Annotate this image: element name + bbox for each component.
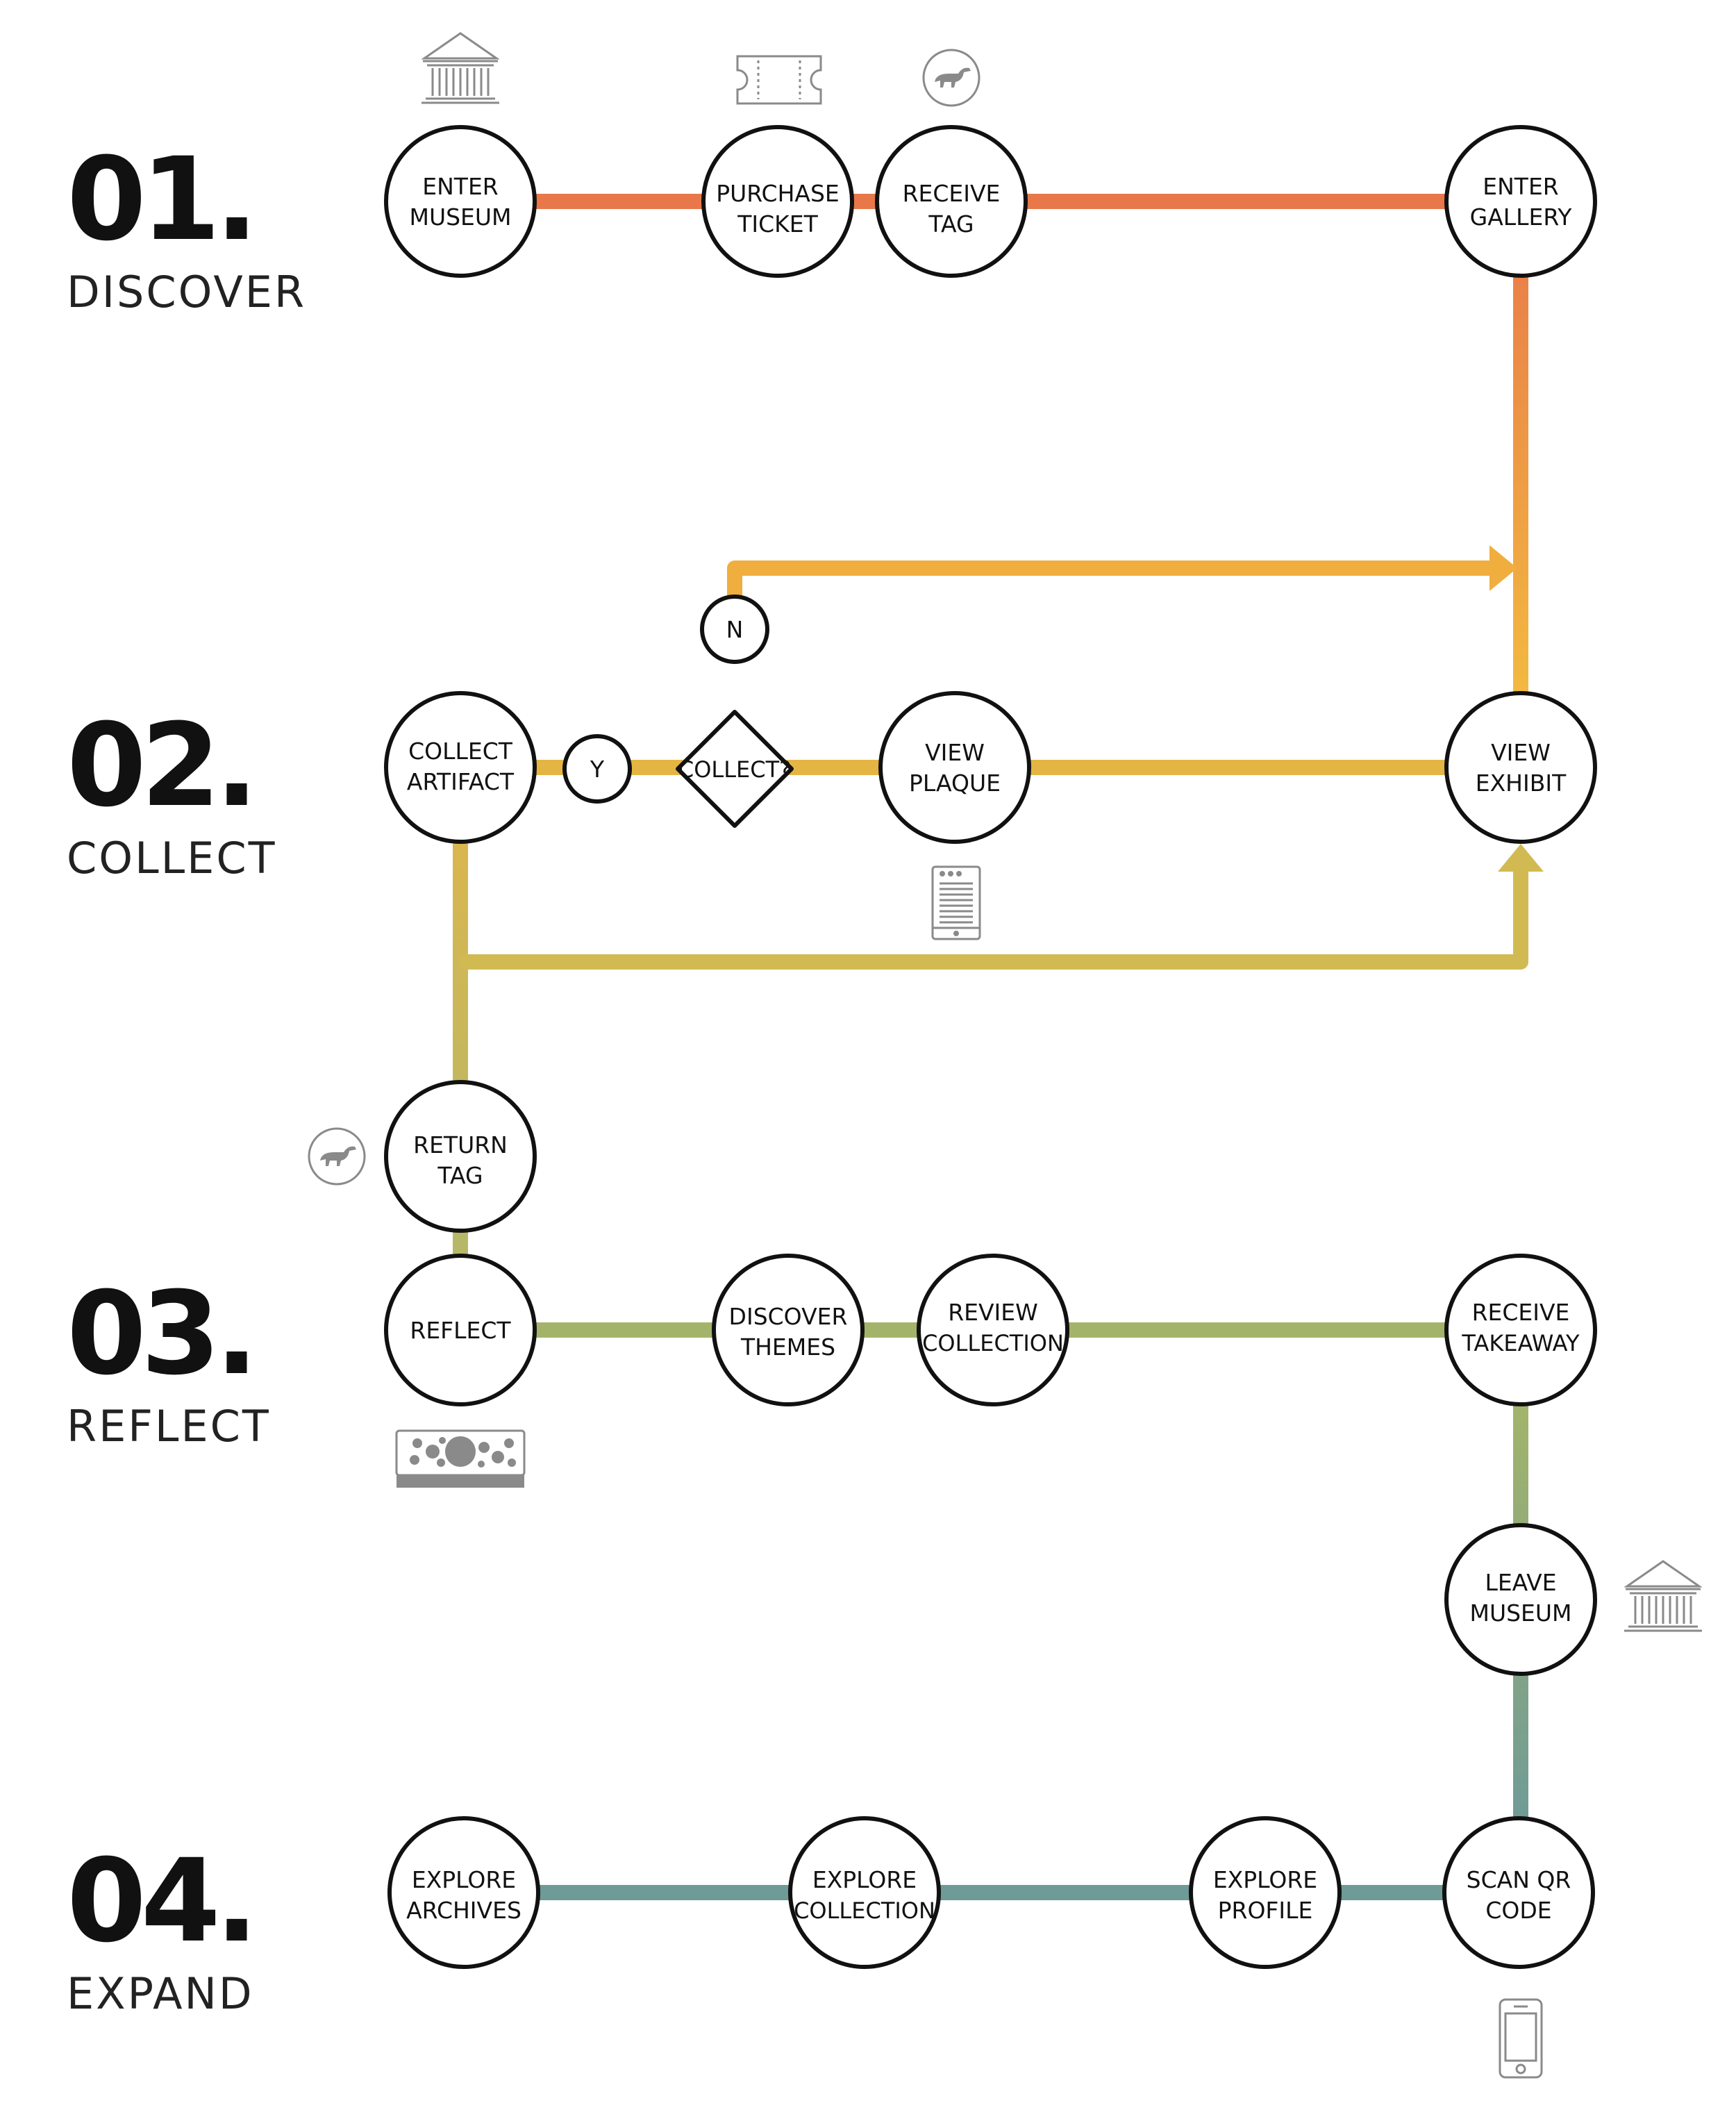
node-label: PLAQUE: [909, 770, 1001, 797]
node-label: GALLERY: [1470, 203, 1573, 231]
node-label: THEMES: [740, 1333, 835, 1361]
node-discover-themes: DISCOVER THEMES: [712, 1254, 865, 1406]
node-reflect: REFLECT: [384, 1254, 537, 1406]
node-label: Y: [590, 756, 605, 783]
node-label: ARTIFACT: [407, 768, 515, 795]
node-label: DISCOVER: [729, 1303, 848, 1330]
museum-building-icon: [421, 32, 500, 104]
museum-building-icon: [1624, 1560, 1703, 1632]
connector-no-branch: [727, 560, 1500, 629]
stage-name: EXPAND: [67, 1968, 254, 2019]
arrowhead-no-branch: [1489, 545, 1517, 591]
node-label: RETURN: [413, 1131, 508, 1158]
tablet-icon: [931, 865, 981, 940]
node-label: ENTER: [422, 173, 498, 200]
node-label: PROFILE: [1218, 1897, 1313, 1924]
node-explore-collection: EXPLORE COLLECTION: [788, 1816, 941, 1969]
ticket-icon: [736, 55, 822, 105]
node-label: COLLECTION: [794, 1897, 935, 1924]
nodes: ENTER MUSEUM PURCHASE TICKET RECEIVE TAG…: [384, 125, 1597, 1969]
node-explore-archives: EXPLORE ARCHIVES: [387, 1816, 540, 1969]
node-label: EXHIBIT: [1476, 770, 1567, 797]
node-view-exhibit: VIEW EXHIBIT: [1444, 691, 1597, 844]
node-label: LEAVE: [1485, 1569, 1556, 1596]
node-label: EXPLORE: [412, 1866, 516, 1893]
stage-collect: 02. COLLECT: [67, 708, 277, 880]
node-label: PURCHASE: [716, 180, 840, 207]
node-label: REFLECT: [410, 1317, 511, 1344]
node-label: EXPLORE: [812, 1866, 917, 1893]
connector-return-branch: [460, 872, 1528, 970]
node-label: REVIEW: [948, 1299, 1038, 1326]
node-label: MUSEUM: [409, 203, 511, 231]
stage-expand: 04. EXPAND: [67, 1834, 258, 2019]
node-label: EXPLORE: [1213, 1866, 1317, 1893]
node-label: COLLECT?: [678, 756, 791, 783]
node-label: TAG: [437, 1162, 483, 1189]
stage-reflect: 03. REFLECT: [67, 1277, 271, 1448]
node-label: CODE: [1485, 1897, 1551, 1924]
stage-discover: 01. DISCOVER: [67, 142, 306, 314]
node-label: TAKEAWAY: [1461, 1330, 1580, 1356]
stage-name: DISCOVER: [67, 267, 307, 317]
node-label: COLLECTION: [922, 1330, 1064, 1356]
node-no: N: [700, 595, 769, 664]
node-return-tag: RETURN TAG: [384, 1080, 537, 1233]
stage-number: 02.: [67, 699, 258, 832]
node-view-plaque: VIEW PLAQUE: [878, 691, 1031, 844]
node-collect-artifact: COLLECT ARTIFACT: [384, 691, 537, 844]
stage-name: REFLECT: [67, 1401, 271, 1452]
node-label: ENTER: [1483, 173, 1558, 200]
node-collect-decision: COLLECT?: [675, 709, 794, 829]
node-enter-museum: ENTER MUSEUM: [384, 125, 537, 278]
node-scan-qr-code: SCAN QR CODE: [1442, 1816, 1595, 1969]
stage-name: COLLECT: [67, 833, 277, 883]
node-label: RECEIVE: [903, 180, 1001, 207]
node-label: SCAN QR: [1467, 1866, 1571, 1893]
node-leave-museum: LEAVE MUSEUM: [1444, 1523, 1597, 1676]
node-receive-tag: RECEIVE TAG: [875, 125, 1028, 278]
node-label: ARCHIVES: [406, 1897, 521, 1924]
dinosaur-tag-icon: [308, 1127, 366, 1186]
node-label: VIEW: [1491, 739, 1551, 766]
node-receive-takeaway: RECEIVE TAKEAWAY: [1444, 1254, 1597, 1406]
arrowhead-return-branch: [1498, 844, 1544, 872]
stage-number: 04.: [67, 1834, 258, 1968]
dinosaur-tag-icon: [922, 49, 980, 107]
stage-number: 01.: [67, 133, 258, 266]
icons: [308, 32, 1703, 2079]
node-label: N: [726, 616, 744, 643]
node-enter-gallery: ENTER GALLERY: [1444, 125, 1597, 278]
node-label: MUSEUM: [1469, 1599, 1571, 1627]
node-purchase-ticket: PURCHASE TICKET: [701, 125, 854, 278]
smartphone-icon: [1499, 1998, 1543, 2079]
node-review-collection: REVIEW COLLECTION: [917, 1254, 1069, 1406]
stage-number: 03.: [67, 1267, 258, 1400]
node-label: RECEIVE: [1472, 1299, 1570, 1326]
connectors: [453, 194, 1544, 1900]
node-label: TAG: [928, 210, 974, 238]
node-label: TICKET: [737, 210, 818, 238]
node-explore-profile: EXPLORE PROFILE: [1189, 1816, 1342, 1969]
node-label: VIEW: [925, 739, 985, 766]
node-yes: Y: [562, 734, 632, 804]
display-board-icon: [395, 1429, 526, 1488]
node-label: COLLECT: [408, 738, 513, 765]
